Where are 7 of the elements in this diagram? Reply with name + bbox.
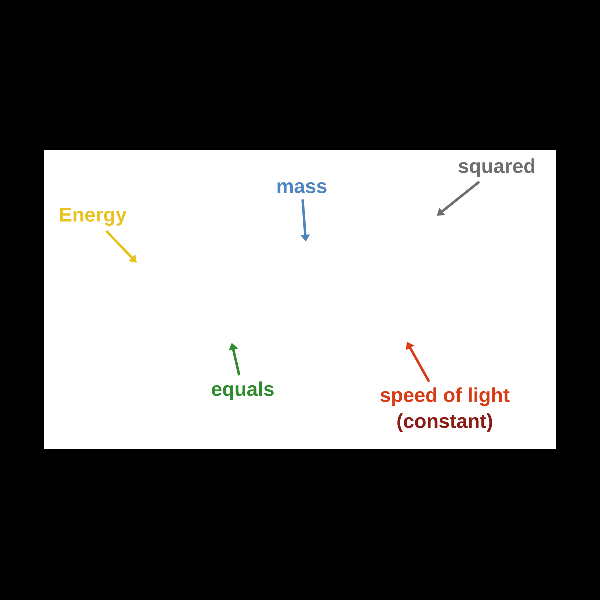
word-label: speed of light (constant) <box>380 388 510 432</box>
word-label: squared <box>458 158 535 178</box>
arrow <box>106 230 137 263</box>
word-label: Energy <box>60 208 127 226</box>
word-label: mass <box>278 182 327 194</box>
word-label: equals <box>212 382 274 400</box>
arrow <box>437 181 480 216</box>
